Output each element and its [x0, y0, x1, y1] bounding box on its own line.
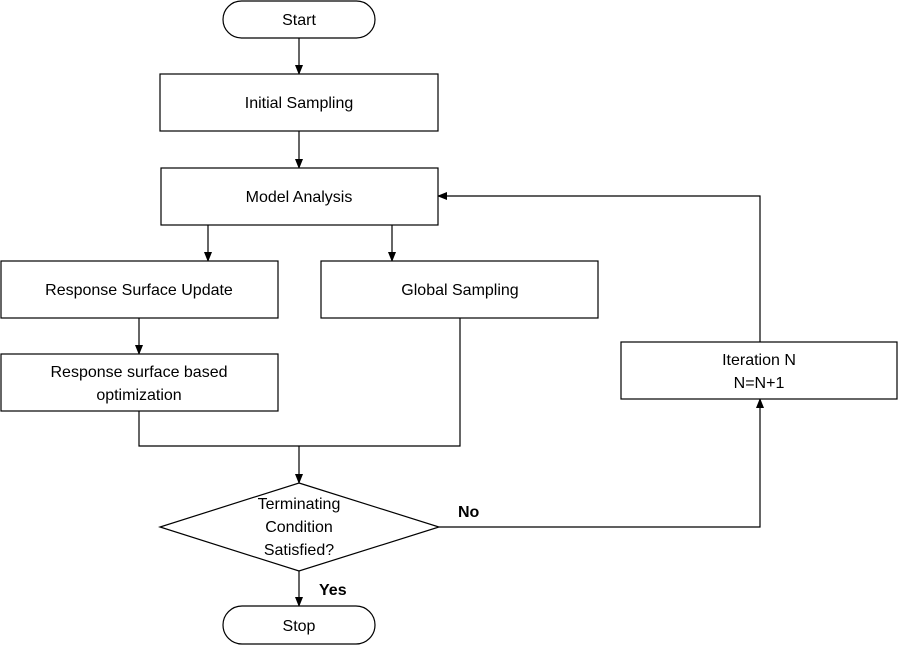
- line-global-sampling-to-merge: [299, 318, 461, 447]
- line-optimization-to-merge: [138, 411, 299, 447]
- model-analysis-label: Model Analysis: [246, 189, 353, 206]
- yes-edge-label: Yes: [319, 582, 347, 599]
- decision-label-line3: Satisfied?: [264, 542, 334, 559]
- decision-label-line1: Terminating: [258, 496, 341, 513]
- response-surface-update-box: Response Surface Update: [0, 260, 279, 319]
- decision-label-line2: Condition: [265, 519, 333, 536]
- arrow-decision-no-to-iteration: [439, 398, 764, 528]
- decision-shape: [158, 482, 442, 572]
- iteration-box: Iteration N N=N+1: [620, 341, 898, 400]
- stop-label: Stop: [283, 618, 316, 635]
- start-terminal: Start: [222, 0, 376, 39]
- start-shape: [222, 0, 376, 39]
- iteration-shape: [620, 341, 898, 400]
- no-edge-label: No: [458, 504, 480, 521]
- initial-sampling-box: Initial Sampling: [159, 73, 439, 132]
- stop-shape: [222, 605, 376, 645]
- global-sampling-box: Global Sampling: [320, 260, 599, 319]
- rs-optimization-label-line1: Response surface based: [51, 364, 228, 381]
- model-analysis-shape: [160, 167, 439, 226]
- global-sampling-shape: [320, 260, 599, 319]
- model-analysis-box: Model Analysis: [160, 167, 439, 226]
- response-surface-update-shape: [0, 260, 279, 319]
- connectors: [135, 38, 764, 607]
- rs-optimization-label-line2: optimization: [96, 387, 181, 404]
- arrow-iteration-to-model-analysis: [437, 192, 761, 342]
- global-sampling-label: Global Sampling: [401, 282, 518, 299]
- rs-optimization-shape: [0, 353, 279, 412]
- initial-sampling-shape: [159, 73, 439, 132]
- terminating-condition-decision: Terminating Condition Satisfied?: [158, 482, 442, 572]
- stop-terminal: Stop: [222, 605, 376, 645]
- response-surface-update-label: Response Surface Update: [45, 282, 233, 299]
- rs-optimization-box: Response surface based optimization: [0, 353, 279, 412]
- initial-sampling-label: Initial Sampling: [245, 95, 354, 112]
- iteration-label-line2: N=N+1: [734, 375, 785, 392]
- start-label: Start: [282, 12, 316, 29]
- iteration-label-line1: Iteration N: [722, 352, 796, 369]
